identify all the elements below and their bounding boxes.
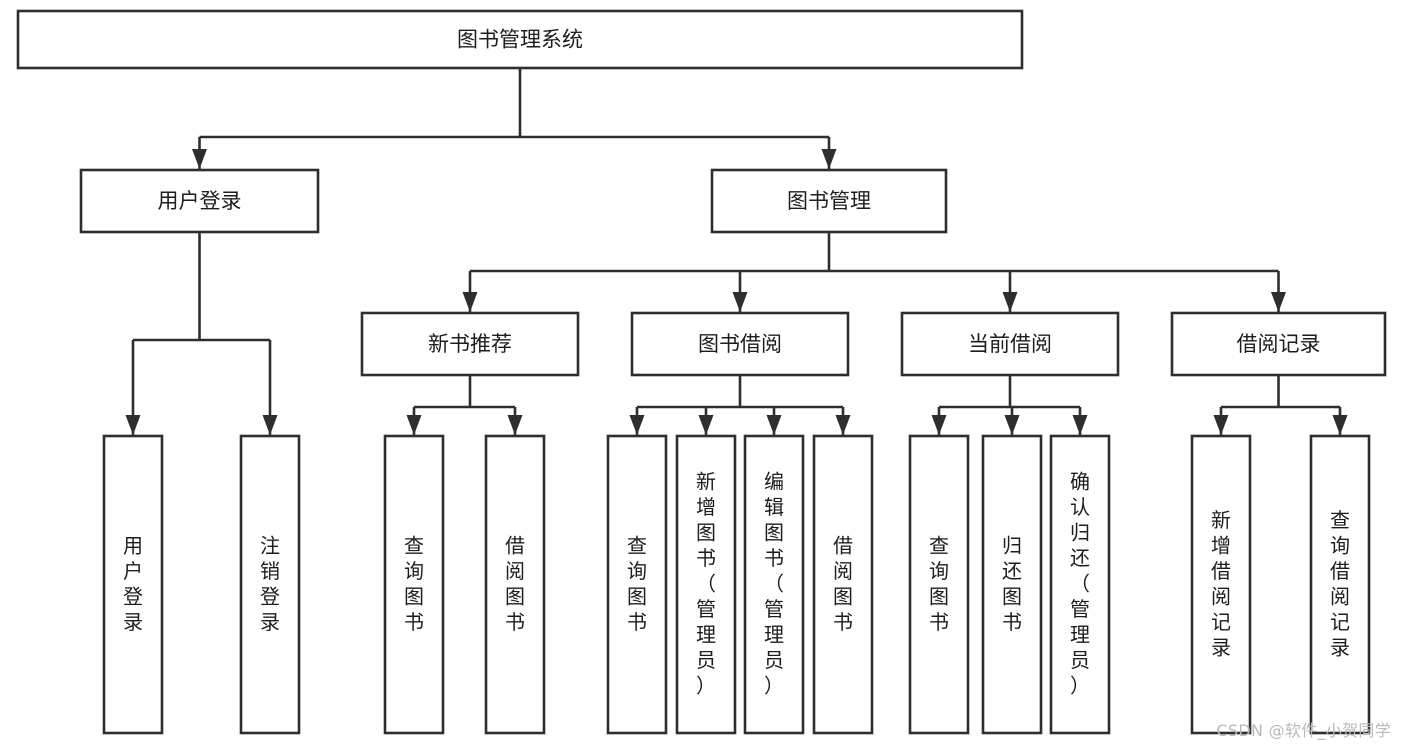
arrow-head-icon-leaf-4 [629, 415, 645, 435]
level2-node-0[interactable]: 用户登录 [79, 168, 320, 234]
node-label: 图书管理 [787, 189, 871, 213]
leaf-node-label: 查询图书 [627, 533, 647, 634]
node-label: 用户登录 [158, 189, 242, 213]
level3-node-2[interactable]: 当前借阅 [900, 311, 1120, 377]
leaf-node-label: 编辑图书（管理员） [764, 470, 784, 698]
node-box [743, 434, 805, 735]
node-box [239, 434, 301, 735]
arrow-head-icon-level2-1 [821, 149, 837, 169]
leaf-node-label: 新增借阅记录 [1211, 508, 1231, 660]
arrow-head-icon-level3-2 [1002, 292, 1018, 312]
arrow-head-icon-leaf-9 [1004, 415, 1020, 435]
level3-node-1[interactable]: 图书借阅 [630, 311, 850, 377]
leaf-node-label: 借阅图书 [505, 533, 525, 634]
arrow-head-icon-leaf-12 [1332, 415, 1348, 435]
leaf-node-3[interactable]: 借阅图书 [484, 434, 546, 735]
leaf-node-label: 用户登录 [123, 533, 143, 634]
node-label: 图书管理系统 [457, 28, 583, 52]
leaf-node-10[interactable]: 确认归还（管理员） [1049, 434, 1111, 735]
node-box [630, 311, 850, 377]
node-label: 新书推荐 [428, 332, 512, 356]
arrow-head-icon-leaf-10 [1072, 415, 1088, 435]
node-box [1049, 434, 1111, 735]
arrow-head-icon-leaf-7 [835, 415, 851, 435]
node-label: 图书借阅 [698, 332, 782, 356]
node-box [900, 311, 1120, 377]
node-box [484, 434, 546, 735]
leaf-node-4[interactable]: 查询图书 [606, 434, 668, 735]
leaf-node-9[interactable]: 归还图书 [981, 434, 1043, 735]
leaf-node-label: 确认归还（管理员） [1070, 470, 1090, 698]
node-box [79, 168, 320, 234]
arrow-head-icon-level3-3 [1271, 292, 1286, 312]
root-node[interactable]: 图书管理系统 [16, 9, 1024, 70]
node-box [710, 168, 948, 234]
node-box [1170, 311, 1387, 377]
arrow-head-icon-leaf-11 [1213, 415, 1229, 435]
leaf-node-label: 查询借阅记录 [1330, 508, 1350, 660]
leaf-node-1[interactable]: 注销登录 [239, 434, 301, 735]
arrow-head-icon-level3-0 [462, 292, 478, 312]
level3-node-0[interactable]: 新书推荐 [360, 311, 580, 377]
leaf-node-7[interactable]: 借阅图书 [812, 434, 874, 735]
arrow-head-icon-level3-1 [732, 292, 748, 312]
node-label: 当前借阅 [968, 332, 1052, 356]
leaf-node-0[interactable]: 用户登录 [102, 434, 164, 735]
node-box [16, 9, 1024, 70]
node-box [812, 434, 874, 735]
leaf-node-8[interactable]: 查询图书 [908, 434, 970, 735]
node-box [606, 434, 668, 735]
leaf-node-label: 查询图书 [929, 533, 949, 634]
arrow-head-icon-leaf-5 [698, 415, 714, 435]
node-label: 借阅记录 [1237, 332, 1321, 356]
level2-node-1[interactable]: 图书管理 [710, 168, 948, 234]
leaf-node-label: 借阅图书 [833, 533, 853, 634]
arrow-head-icon-leaf-6 [766, 415, 782, 435]
node-box [1309, 434, 1371, 735]
node-box [102, 434, 164, 735]
arrow-head-icon-leaf-0 [125, 415, 141, 435]
node-box [360, 311, 580, 377]
leaf-node-2[interactable]: 查询图书 [383, 434, 445, 735]
leaf-node-5[interactable]: 新增图书（管理员） [675, 434, 737, 735]
node-box [908, 434, 970, 735]
node-box [1190, 434, 1252, 735]
node-box [383, 434, 445, 735]
arrow-head-icon-leaf-1 [262, 415, 278, 435]
leaf-node-12[interactable]: 查询借阅记录 [1309, 434, 1371, 735]
level3-node-3[interactable]: 借阅记录 [1170, 311, 1387, 377]
leaf-node-label: 查询图书 [404, 533, 424, 634]
leaf-node-11[interactable]: 新增借阅记录 [1190, 434, 1252, 735]
node-box [675, 434, 737, 735]
arrow-head-icon-level2-0 [192, 149, 207, 169]
node-box [981, 434, 1043, 735]
leaf-node-6[interactable]: 编辑图书（管理员） [743, 434, 805, 735]
leaf-node-label: 归还图书 [1002, 533, 1022, 634]
arrow-head-icon-leaf-3 [507, 415, 523, 435]
arrow-head-icon-leaf-8 [931, 415, 947, 435]
leaf-node-label: 注销登录 [260, 533, 280, 634]
arrow-head-icon-leaf-2 [406, 415, 422, 435]
watermark-text: CSDN @软件_小贺同学 [1216, 721, 1391, 740]
leaf-node-label: 新增图书（管理员） [696, 470, 716, 698]
